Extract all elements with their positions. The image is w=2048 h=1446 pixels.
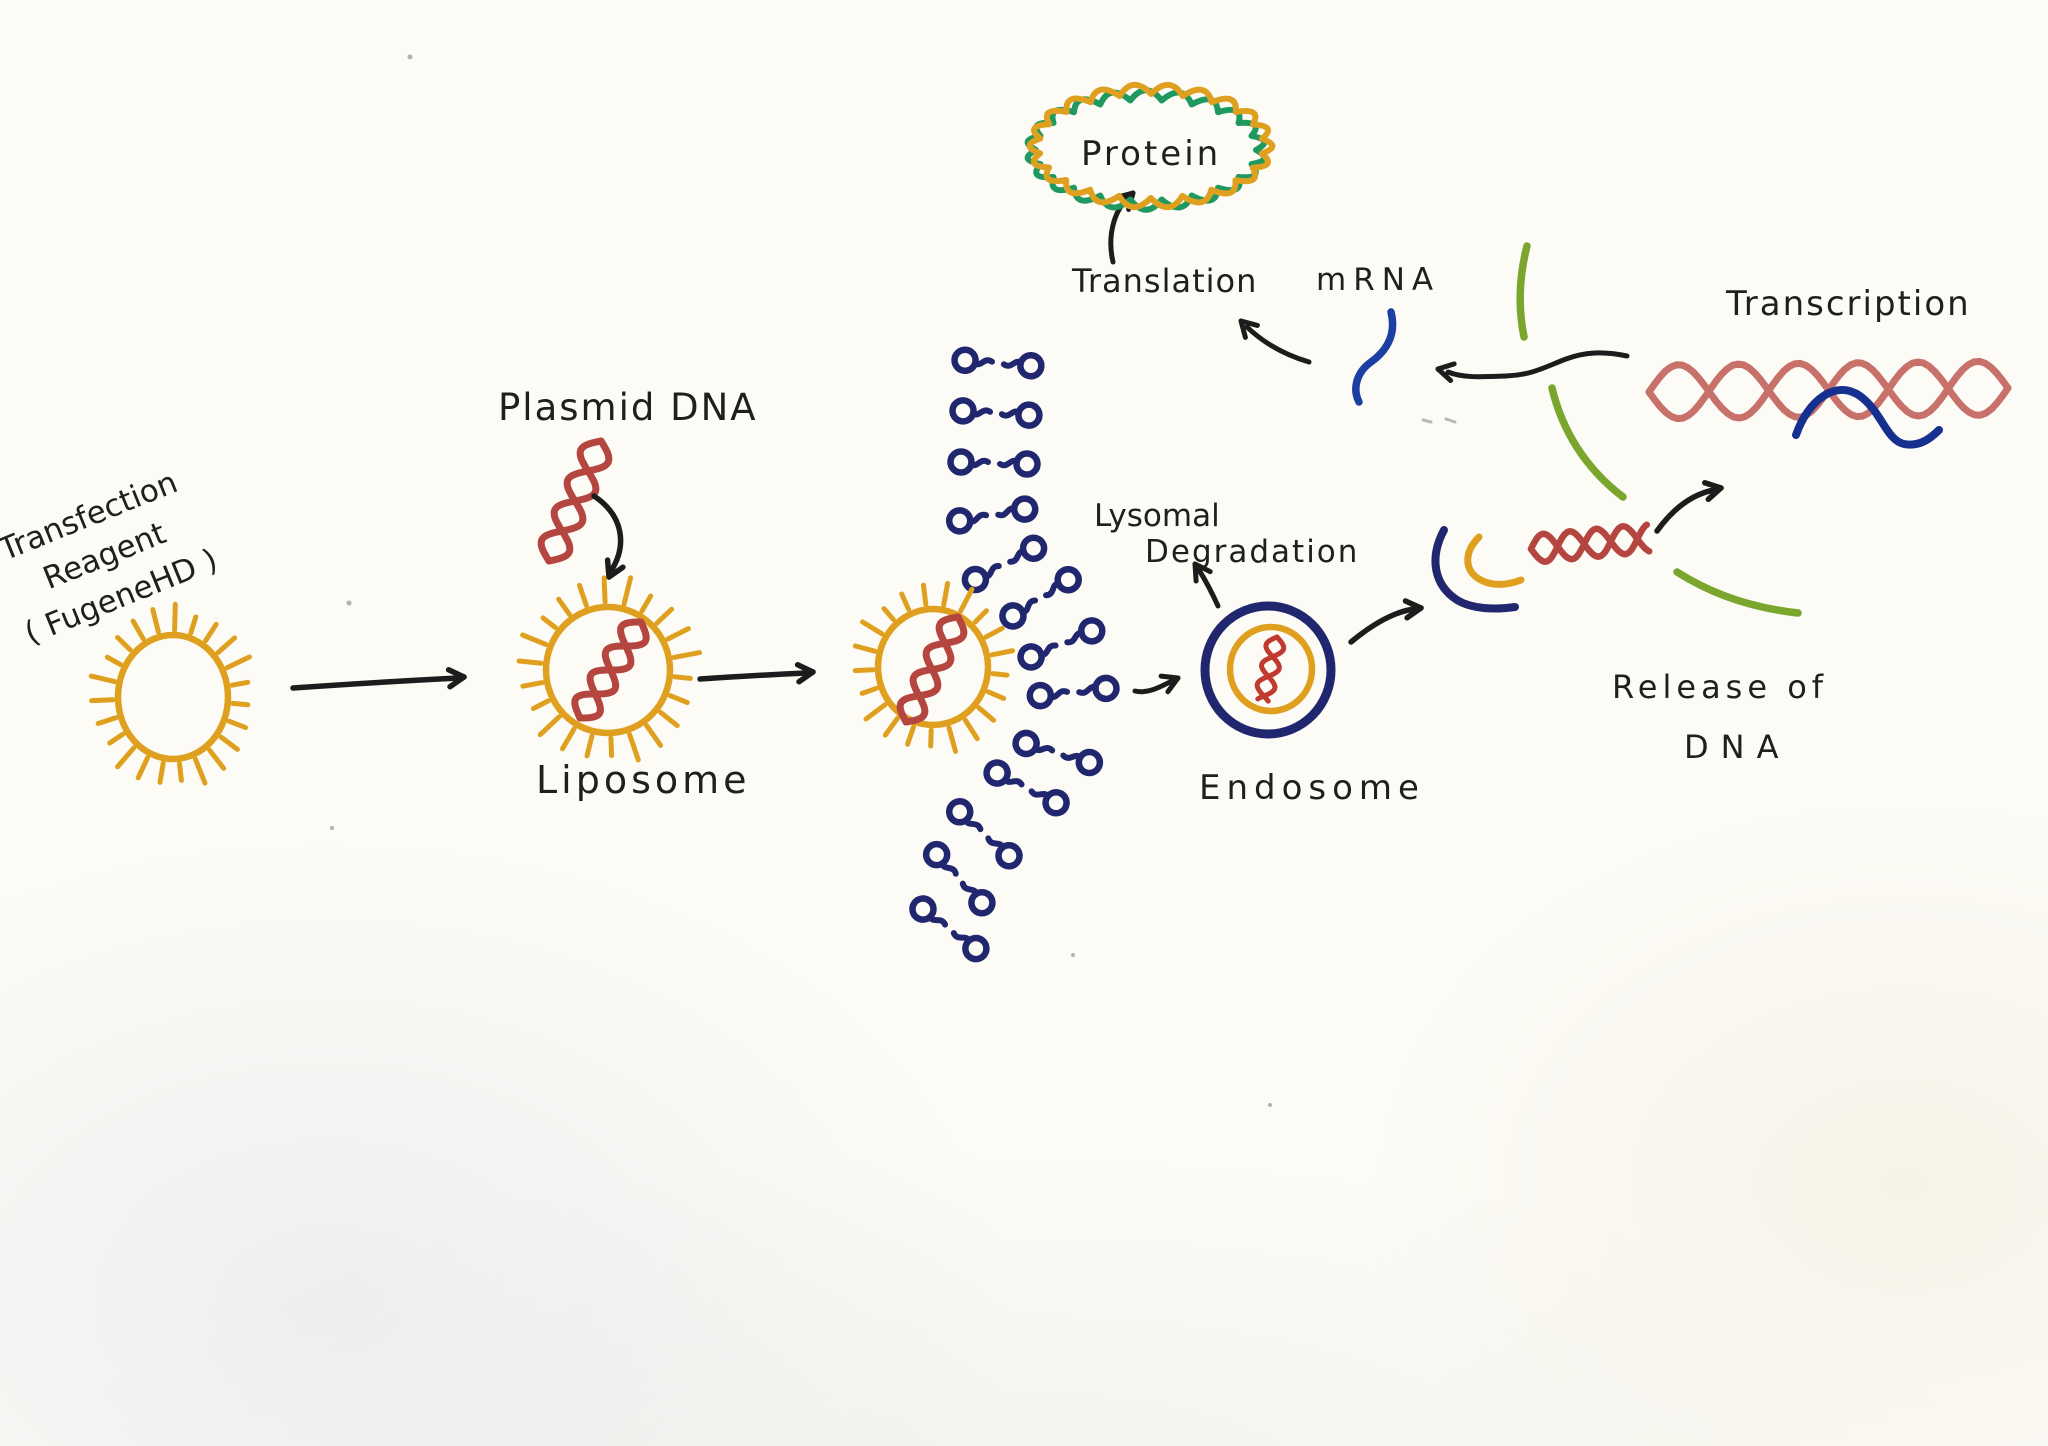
arrow-plasmid-into-liposome-icon [591,493,626,580]
arrow-endosome-to-lysomal-icon [1192,561,1221,609]
label-endosome: Endosome [1199,768,1425,808]
protein-icon [1024,81,1276,213]
label-liposome: Liposome [536,758,751,802]
arrow-mrna-to-translation-icon [1238,318,1312,365]
arrow-liposome-to-membrane-icon [697,662,816,685]
plasmid-dna-helix-icon [537,437,613,565]
transfection-reagent-liposome-icon [88,601,252,786]
paper-specks [330,54,1457,1107]
arrow-endosome-to-release-icon [1348,598,1424,645]
mrna-strand-icon [1352,308,1397,406]
label-mrna: mRNA [1316,262,1441,298]
label-lysomal-degradation-line2: Degradation [1145,534,1360,570]
liposome-at-membrane-icon [852,580,1016,754]
endosome-icon [1200,601,1336,739]
arrow-membrane-to-endosome-icon [1132,673,1181,695]
released-dna-helix-icon [1527,521,1653,565]
nuclear-membrane-arcs-icon [1516,242,1802,617]
label-release-of-dna-line1: Release of [1612,668,1829,706]
mrna-transcript-icon [1792,386,1943,449]
cell-membrane-icon [909,346,1120,963]
label-plasmid-dna: Plasmid DNA [498,386,758,429]
label-release-of-dna-line2: DNA [1684,728,1791,766]
arrow-reagent-to-liposome-icon [290,667,467,691]
arrow-transcription-to-mrna-icon [1435,350,1630,383]
label-transcription: Transcription [1726,284,1971,324]
label-lysomal-degradation-line1: Lysomal [1094,498,1220,534]
broken-endosome-membrane-icon [1431,526,1525,613]
liposome-with-dna-icon [516,575,702,763]
label-translation: Translation [1072,262,1258,300]
arrow-release-to-transcription-icon [1654,479,1724,534]
label-protein: Protein [1081,134,1222,174]
